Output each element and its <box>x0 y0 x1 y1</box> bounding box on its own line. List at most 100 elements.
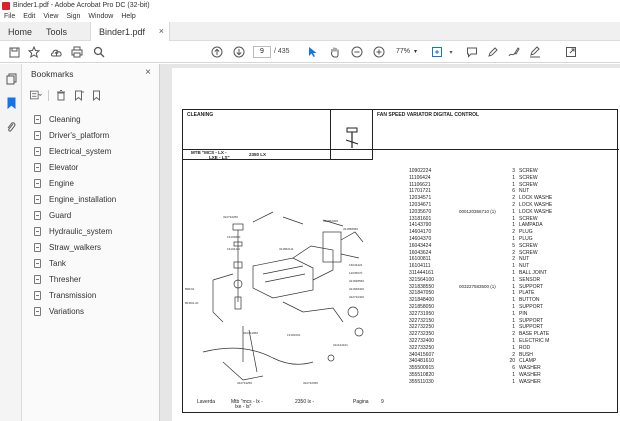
zoom-level-dropdown[interactable]: 77% ▾ <box>396 46 422 58</box>
fit-chevron-icon[interactable]: ▾ <box>449 49 453 56</box>
save-icon[interactable] <box>7 45 21 59</box>
expand-bookmark-icon[interactable] <box>91 89 103 101</box>
part-qty: 2 <box>512 195 515 202</box>
comment-icon[interactable] <box>465 45 479 59</box>
part-code: 12034671 <box>409 201 432 208</box>
part-qty: 1 <box>512 317 515 324</box>
bookmark-drivers-platform[interactable]: Driver's_platform <box>34 127 158 143</box>
part-qty: 1 <box>512 337 515 344</box>
part-qty: 1 <box>512 215 515 222</box>
part-qty: 1 <box>512 276 515 283</box>
attachments-icon[interactable] <box>5 121 17 133</box>
bookmark-thresher[interactable]: Thresher <box>34 271 158 287</box>
close-panel-icon[interactable]: × <box>145 67 151 78</box>
zoom-in-icon[interactable] <box>372 45 386 59</box>
fit-page-icon[interactable] <box>430 45 444 59</box>
menu-edit[interactable]: Edit <box>23 13 36 20</box>
bookmark-guard[interactable]: Guard <box>34 207 158 223</box>
share-icon[interactable] <box>564 45 578 59</box>
bookmarks-title: Bookmarks <box>31 69 74 79</box>
bookmark-panel-icon[interactable] <box>5 97 17 109</box>
bookmark-icon <box>34 306 41 316</box>
svg-text:322732250: 322732250 <box>223 215 238 219</box>
part-desc: WASHER <box>519 378 541 385</box>
document-viewer[interactable]: CLEANING FAN SPEED VARIATOR DIGITAL CONT… <box>160 64 620 421</box>
model-line-1: MTB "MCS - LX - <box>191 150 227 155</box>
bookmark-cleaning[interactable]: Cleaning <box>34 111 158 127</box>
delete-bookmark-icon[interactable] <box>55 89 67 101</box>
bookmark-elevator[interactable]: Elevator <box>34 159 158 175</box>
tab-home[interactable]: Home <box>8 26 33 37</box>
bookmark-hydraulic-system[interactable]: Hydraulic_system <box>34 223 158 239</box>
upload-cloud-icon[interactable] <box>49 45 63 59</box>
part-desc: PIN <box>519 310 528 317</box>
menu-view[interactable]: View <box>43 13 59 20</box>
cleaning-symbol-icon <box>345 127 359 148</box>
new-bookmark-icon[interactable] <box>73 89 85 101</box>
part-code: 11106424 <box>409 174 431 181</box>
draw-icon[interactable] <box>507 45 521 59</box>
svg-text:321838550: 321838550 <box>349 279 364 283</box>
highlight-pen-icon[interactable] <box>486 45 500 59</box>
svg-text:16104111: 16104111 <box>227 247 240 251</box>
footer-model: Mtb "mcs - lx - <box>231 399 263 405</box>
part-code: 340481610 <box>409 358 435 365</box>
svg-text:322732350: 322732350 <box>303 381 318 385</box>
menu-window[interactable]: Window <box>88 13 114 20</box>
footer-variant: 2350 lx - <box>295 399 315 405</box>
svg-text:322732400: 322732400 <box>349 295 364 299</box>
hand-tool-icon[interactable] <box>328 45 342 59</box>
page-thumbnails-icon[interactable] <box>5 73 17 85</box>
part-desc: BUSH <box>519 351 533 358</box>
svg-text:13181601: 13181601 <box>287 333 301 337</box>
tab-document-label: Binder1.pdf <box>99 26 146 37</box>
menu-file[interactable]: File <box>4 13 16 20</box>
fill-sign-icon[interactable] <box>528 45 542 59</box>
part-qty: 1 <box>512 378 515 385</box>
bookmark-engine[interactable]: Engine <box>34 175 158 191</box>
options-menu-icon[interactable] <box>30 89 42 101</box>
part-code: 321858050 <box>409 303 435 310</box>
select-cursor-icon[interactable] <box>306 45 320 59</box>
menu-sign[interactable]: Sign <box>66 13 81 20</box>
page-heading: FAN SPEED VARIATOR DIGITAL CONTROL <box>377 112 480 118</box>
part-qty: 1 <box>512 344 515 351</box>
part-desc: LAMPADA <box>519 222 543 229</box>
bookmark-transmission[interactable]: Transmission <box>34 287 158 303</box>
print-icon[interactable] <box>70 45 84 59</box>
svg-text:12035670: 12035670 <box>349 271 363 275</box>
bookmark-engine-installation[interactable]: Engine_installation <box>34 191 158 207</box>
svg-text:BRF01: BRF01 <box>185 287 195 291</box>
bookmark-variations[interactable]: Variations <box>34 303 158 319</box>
part-qty: 1 <box>512 235 515 242</box>
bookmark-tank[interactable]: Tank <box>34 255 158 271</box>
bookmark-straw-walkers[interactable]: Straw_walkers <box>34 239 158 255</box>
part-code: 11106621 <box>409 181 431 188</box>
bookmark-electrical-system[interactable]: Electrical_system <box>34 143 158 159</box>
model-line-2: LXE - LS" <box>209 154 230 160</box>
search-icon[interactable] <box>92 45 106 59</box>
tab-document[interactable]: Binder1.pdf × <box>90 22 170 41</box>
menu-help[interactable]: Help <box>121 13 136 20</box>
part-desc: WASHER <box>519 365 541 372</box>
zoom-value: 77% <box>396 48 411 55</box>
part-code: 16043624 <box>409 249 432 256</box>
star-icon[interactable] <box>27 45 41 59</box>
page-number-input[interactable]: 9 <box>253 46 271 58</box>
close-tab-icon[interactable]: × <box>158 26 164 36</box>
part-code: 16104111 <box>409 263 431 270</box>
page-up-icon[interactable] <box>210 45 224 59</box>
part-qty: 6 <box>512 188 515 195</box>
tab-tools[interactable]: Tools <box>46 26 68 37</box>
page-down-icon[interactable] <box>232 45 246 59</box>
zoom-out-icon[interactable] <box>350 45 364 59</box>
tab-row: Home Tools Binder1.pdf × <box>0 22 620 41</box>
part-qty: 1 <box>512 263 515 270</box>
